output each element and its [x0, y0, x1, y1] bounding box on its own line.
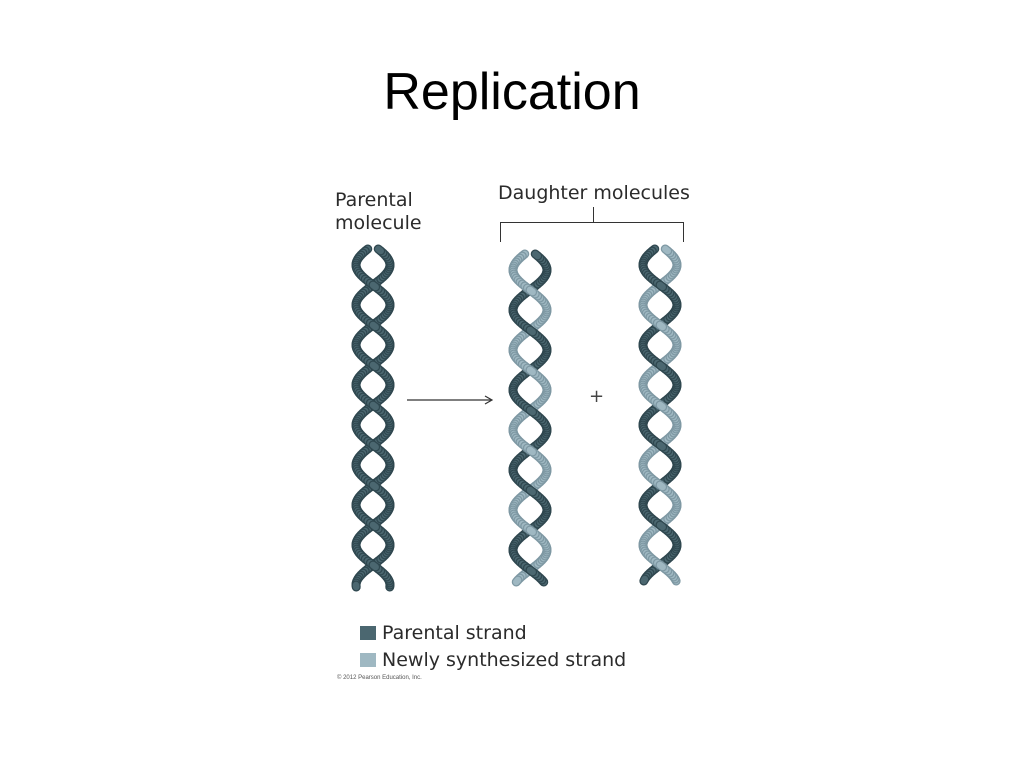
strand-parental	[656, 521, 666, 531]
daughter-bracket	[500, 222, 684, 242]
legend-item-parental: Parental strand	[360, 622, 527, 644]
strand-new	[526, 286, 536, 296]
strand-parental	[526, 566, 536, 576]
strand-parental	[369, 521, 379, 531]
strand-new	[656, 481, 666, 491]
strand-new	[526, 446, 536, 456]
strand-parental	[369, 321, 379, 331]
strand-parental	[369, 441, 379, 451]
parental-label-line1: Parental	[335, 189, 413, 211]
strand-parental	[532, 250, 541, 260]
parental-molecule-label: Parental molecule	[335, 189, 422, 235]
strand-parental	[640, 575, 649, 585]
strand-new	[656, 321, 666, 331]
daughter-molecule-2-helix	[638, 244, 682, 586]
strand-new	[656, 401, 666, 411]
strand-parental	[526, 326, 536, 336]
parental-label-line2: molecule	[335, 212, 422, 234]
strand-parental	[369, 361, 379, 371]
strand-new	[656, 561, 666, 571]
legend-item-new: Newly synthesized strand	[360, 649, 626, 671]
strand-parental	[369, 481, 379, 491]
new-strand-swatch	[360, 653, 376, 667]
daughter-molecules-label: Daughter molecules	[498, 182, 690, 204]
slide-title: Replication	[383, 63, 641, 121]
parental-strand-swatch	[360, 626, 376, 640]
strand-new	[662, 245, 671, 255]
strand-parental	[656, 441, 666, 451]
daughter-molecule-1-helix	[508, 249, 552, 587]
legend-label-new: Newly synthesized strand	[382, 649, 627, 671]
replication-arrow	[407, 395, 494, 405]
legend-label-parental: Parental strand	[382, 622, 527, 644]
strand-new	[526, 366, 536, 376]
strand-new	[526, 526, 536, 536]
strand-parental	[656, 281, 666, 291]
strand-new	[512, 576, 522, 586]
strand-parental	[369, 401, 379, 411]
strand-parental	[369, 281, 379, 291]
copyright-notice: © 2012 Pearson Education, Inc.	[337, 675, 422, 681]
daughter-bracket-stem	[593, 207, 594, 222]
plus-sign: +	[589, 386, 605, 407]
strand-parental	[375, 245, 384, 255]
strand-parental	[369, 561, 379, 571]
parental-molecule-helix	[351, 244, 395, 592]
strand-parental	[526, 406, 536, 416]
strand-parental	[526, 486, 536, 496]
strand-parental	[656, 361, 666, 371]
